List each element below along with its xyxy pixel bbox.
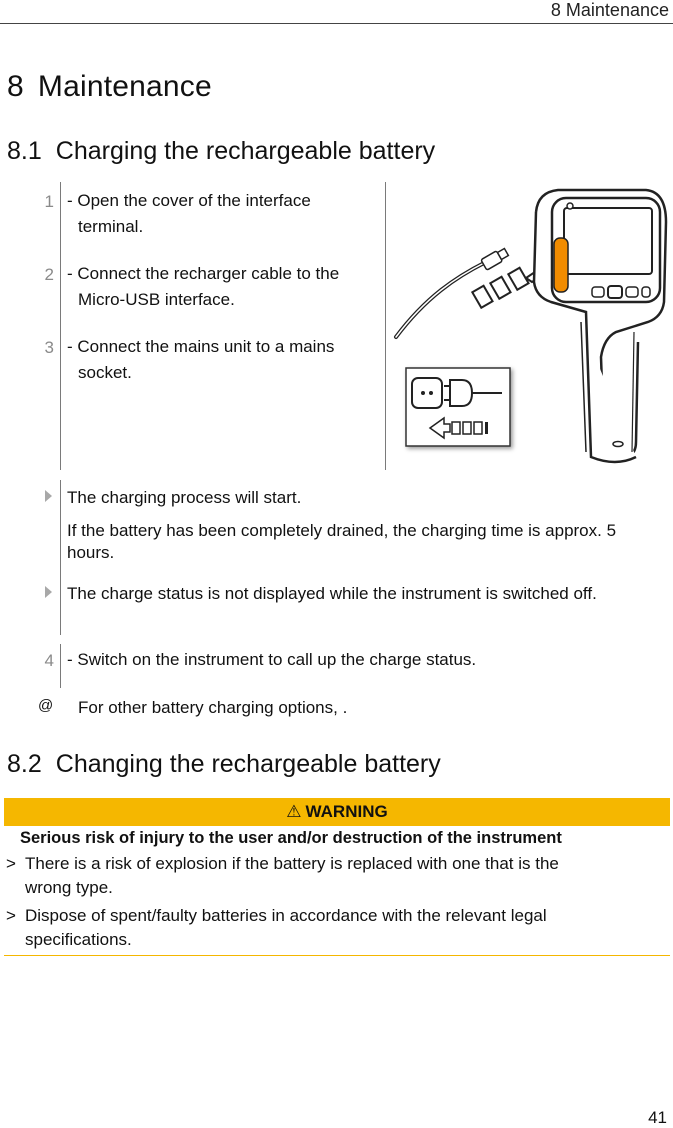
warning-banner: ⚠ WARNING	[4, 798, 670, 826]
mains-unit-icon	[405, 367, 511, 447]
warning-line: There is a risk of explosion if the batt…	[25, 854, 559, 873]
result-text: The charge status is not displayed while…	[67, 584, 597, 603]
step-text: - Open the cover of the interface termin…	[67, 188, 311, 240]
usb-plug	[480, 247, 510, 271]
warning-item: > There is a risk of explosion if the bat…	[6, 852, 636, 900]
step-number: 1	[44, 192, 54, 211]
step-line: Micro-USB interface.	[78, 290, 235, 309]
step-line: - Connect the mains unit to a mains	[67, 337, 335, 356]
results-rule	[60, 480, 61, 635]
header-rule	[0, 23, 673, 24]
warning-line: Dispose of spent/faulty batteries in acc…	[25, 906, 547, 925]
info-text: For other battery charging options, .	[78, 698, 348, 717]
chapter-title: Maintenance	[37, 70, 212, 103]
section-title: Charging the rechargeable battery	[55, 137, 436, 165]
running-header: 8 Maintenance	[550, 0, 669, 20]
step4-rule	[60, 644, 61, 688]
section-number: 8.1	[7, 137, 42, 165]
warning-line: wrong type.	[25, 878, 113, 897]
thermal-camera	[532, 188, 668, 464]
result-note: If the battery has been completely drain…	[67, 521, 617, 562]
section-title: Changing the rechargeable battery	[55, 750, 441, 778]
step-line: terminal.	[78, 217, 144, 236]
page-number: 41	[648, 1108, 667, 1127]
step-line: - Connect the recharger cable to the	[67, 264, 340, 283]
step-number: 2	[44, 265, 54, 284]
steps-left-rule	[60, 182, 61, 470]
warning-label: WARNING	[305, 802, 388, 821]
info-symbol: @	[38, 697, 54, 714]
step-number: 3	[44, 338, 54, 357]
warning-item: > Dispose of spent/faulty batteries in ac…	[6, 904, 636, 952]
step-text: - Connect the mains unit to a mains sock…	[67, 334, 334, 386]
result-arrow-icon	[45, 586, 52, 598]
warning-title: Serious risk of injury to the user and/o…	[20, 829, 562, 847]
chapter-number: 8	[7, 70, 24, 103]
charging-illustration	[394, 188, 668, 464]
section-heading-8-2: 8.2 Changing the rechargeable battery	[7, 750, 441, 779]
step-number: 4	[44, 651, 54, 670]
warning-icon: ⚠	[286, 802, 302, 821]
result-text: The charging process will start.	[67, 488, 302, 507]
section-heading-8-1: 8.1 Charging the rechargeable battery	[7, 137, 435, 166]
interface-cover	[553, 237, 569, 293]
warning-marker: >	[6, 906, 16, 925]
step-text: - Switch on the instrument to call up th…	[67, 650, 477, 669]
result-arrow-icon	[45, 490, 52, 502]
section-number: 8.2	[7, 750, 42, 778]
warning-line: specifications.	[25, 930, 132, 949]
step-text: - Connect the recharger cable to the Mic…	[67, 261, 339, 313]
chapter-heading: 8 Maintenance	[7, 70, 212, 104]
charger-cable	[394, 260, 488, 339]
steps-right-rule	[385, 182, 386, 470]
step-line: - Open the cover of the interface	[67, 191, 311, 210]
warning-marker: >	[6, 854, 16, 873]
warning-bottom-rule	[4, 955, 670, 956]
step-line: socket.	[78, 363, 132, 382]
